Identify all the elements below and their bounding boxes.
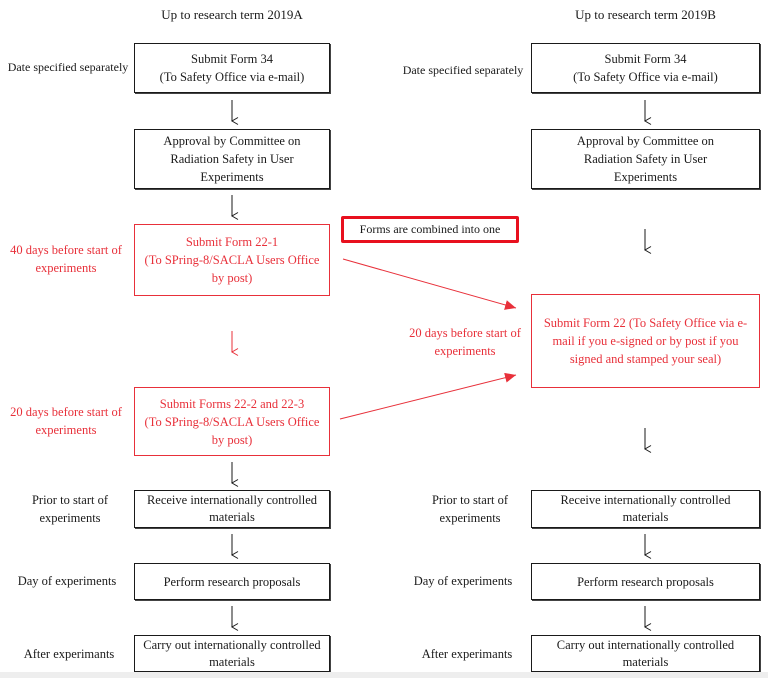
merge-arrow-form22-1 [342,258,517,310]
left-timing-receive: Prior to start of experiments [31,493,109,525]
left-timing-form22-2-3: 20 days before start of experiments [10,405,122,437]
left-box-receive-materials: Receive internationally controlled mater… [134,490,330,528]
right-box-perform-proposals: Perform research proposals [531,563,760,600]
right-timing-day: Day of experiments [413,574,513,588]
left-box-perform-proposals: Perform research proposals [134,563,330,600]
page-edge [0,672,768,678]
left-timing-day: Day of experiments [17,574,117,588]
left-box-submit-form-34: Submit Form 34 (To Safety Office via e-m… [134,43,330,93]
right-box-receive-materials: Receive internationally controlled mater… [531,490,760,528]
left-timing-form22-1: 40 days before start of experiments [10,243,122,275]
left-box-submit-forms-22-2-22-3: Submit Forms 22-2 and 22-3 (To SPring-8/… [134,387,330,456]
right-box-approval: Approval by Committee on Radiation Safet… [531,129,760,189]
right-column-title: Up to research term 2019B [575,7,716,22]
merge-arrow-form22-2-3 [339,372,517,420]
left-timing-after: After experimants [23,647,115,661]
right-box-submit-form-22: Submit Form 22 (To Safety Office via e-m… [531,294,760,388]
right-box-carry-out-materials: Carry out internationally controlled mat… [531,635,760,672]
right-timing-form22: 20 days before start of experiments [409,326,521,358]
right-box-submit-form-34: Submit Form 34 (To Safety Office via e-m… [531,43,760,93]
right-timing-form34: Date specified separately [402,63,524,77]
left-box-carry-out-materials: Carry out internationally controlled mat… [134,635,330,672]
left-box-approval: Approval by Committee on Radiation Safet… [134,129,330,189]
left-box-submit-form-22-1: Submit Form 22-1 (To SPring-8/SACLA User… [134,224,330,296]
forms-combined-note: Forms are combined into one [341,216,519,243]
left-column-title: Up to research term 2019A [161,7,303,22]
left-timing-form34: Date specified separately [7,60,129,74]
right-timing-after: After experimants [421,647,513,661]
right-timing-receive: Prior to start of experiments [431,493,509,525]
